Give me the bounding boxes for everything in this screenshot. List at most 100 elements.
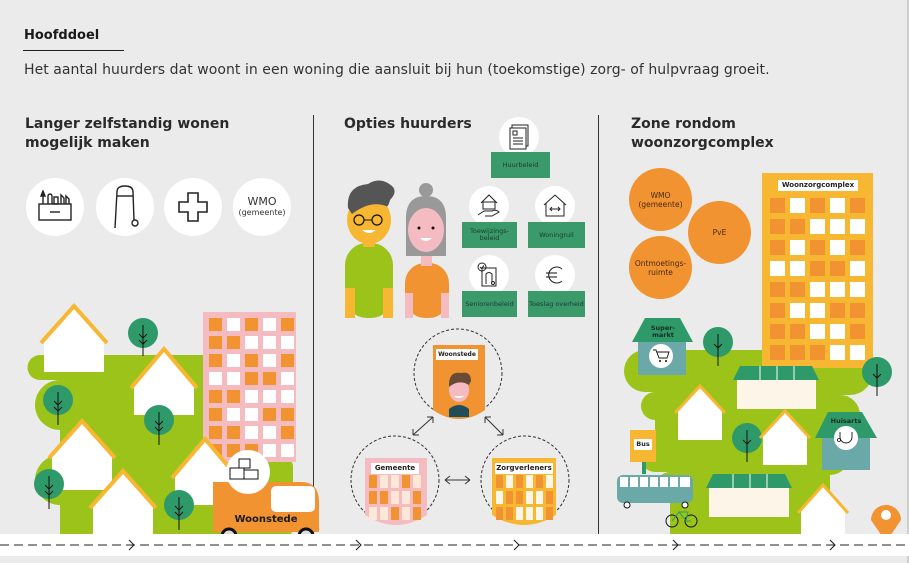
- window: [281, 318, 294, 331]
- window: [810, 282, 825, 297]
- window: [402, 475, 410, 488]
- bus: [617, 475, 693, 509]
- toolbox-icon: [26, 178, 84, 236]
- window: [380, 507, 388, 520]
- medical-cross-icon: [164, 178, 222, 236]
- window: [526, 491, 533, 504]
- window: [281, 408, 294, 421]
- window: [506, 475, 513, 488]
- window: [369, 475, 377, 488]
- house-2: [129, 345, 199, 415]
- road: [0, 534, 909, 556]
- window: [850, 345, 865, 360]
- window: [391, 475, 399, 488]
- window: [770, 240, 785, 255]
- window: [526, 507, 533, 520]
- window: [391, 491, 399, 504]
- window: [245, 408, 258, 421]
- window: [546, 475, 553, 488]
- window: [790, 282, 805, 297]
- window: [263, 390, 276, 403]
- window: [227, 336, 240, 349]
- window: [810, 219, 825, 234]
- window: [263, 372, 276, 385]
- window: [496, 507, 503, 520]
- column-3-title: Zone rondom woonzorgcomplex: [631, 115, 774, 153]
- woonzorgcomplex-building: [762, 173, 873, 368]
- walker-icon: [96, 178, 154, 236]
- window: [830, 324, 845, 339]
- window: [209, 336, 222, 349]
- window: [245, 354, 258, 367]
- supermarket-label: Super-markt: [650, 324, 676, 339]
- window: [850, 240, 865, 255]
- window: [281, 390, 294, 403]
- window: [830, 198, 845, 213]
- window: [770, 282, 785, 297]
- column-2-title: Opties huurders: [344, 116, 472, 132]
- window: [546, 507, 553, 520]
- network-zorgverleners-label: Zorgverleners: [495, 463, 553, 474]
- window: [413, 507, 421, 520]
- tree-b: [862, 357, 892, 396]
- window: [380, 475, 388, 488]
- supermarket: [632, 318, 693, 375]
- tree-3: [144, 405, 174, 445]
- senior-document-icon: [469, 255, 509, 295]
- option-woningruil: Woningruil: [528, 222, 585, 248]
- window: [516, 507, 523, 520]
- woonzorgcomplex-label: Woonzorgcomplex: [778, 180, 858, 191]
- window: [770, 324, 785, 339]
- window: [281, 336, 294, 349]
- circle-ontmoetingsruimte: Ontmoetings-ruimte: [629, 236, 692, 299]
- window: [369, 491, 377, 504]
- window: [850, 219, 865, 234]
- row-house-2: [706, 474, 792, 517]
- window: [402, 491, 410, 504]
- tree-2: [43, 385, 73, 425]
- wmo-icon: WMO(gemeente): [233, 178, 291, 236]
- house-hand-icon: [469, 186, 509, 226]
- road-arrow-icon: [672, 539, 679, 551]
- window: [830, 345, 845, 360]
- window: [209, 408, 222, 421]
- window: [245, 318, 258, 331]
- window: [830, 303, 845, 318]
- window: [391, 507, 399, 520]
- window: [227, 426, 240, 439]
- window: [263, 336, 276, 349]
- tree-c: [732, 423, 762, 462]
- window: [245, 390, 258, 403]
- tenants-illustration: [345, 180, 449, 318]
- row-house-1: [733, 366, 819, 409]
- window: [263, 408, 276, 421]
- title-underline: [23, 50, 124, 51]
- column-1-title-line2: mogelijk maken: [25, 135, 150, 151]
- window: [245, 336, 258, 349]
- window: [790, 303, 805, 318]
- window: [830, 219, 845, 234]
- option-huurbeleid: Huurbeleid: [491, 152, 550, 178]
- window: [790, 324, 805, 339]
- column-1-title-line1: Langer zelfstandig wonen: [25, 116, 230, 132]
- circle-wmo: WMO (gemeente): [629, 168, 692, 231]
- window: [209, 372, 222, 385]
- option-toewijzingsbeleid: Toewijzings-beleid: [462, 222, 517, 248]
- window: [810, 198, 825, 213]
- window: [536, 475, 543, 488]
- tree-1: [128, 318, 158, 356]
- window: [536, 491, 543, 504]
- window: [506, 491, 513, 504]
- window: [536, 507, 543, 520]
- woonstede-panel: [433, 345, 485, 419]
- window: [770, 261, 785, 276]
- window: [830, 282, 845, 297]
- road-arrow-icon: [355, 539, 362, 551]
- bus-stop-label: Bus: [634, 439, 652, 450]
- window: [770, 198, 785, 213]
- window: [263, 426, 276, 439]
- house-5: [88, 467, 158, 535]
- window: [810, 345, 825, 360]
- document-icon: [499, 117, 539, 157]
- window: [227, 354, 240, 367]
